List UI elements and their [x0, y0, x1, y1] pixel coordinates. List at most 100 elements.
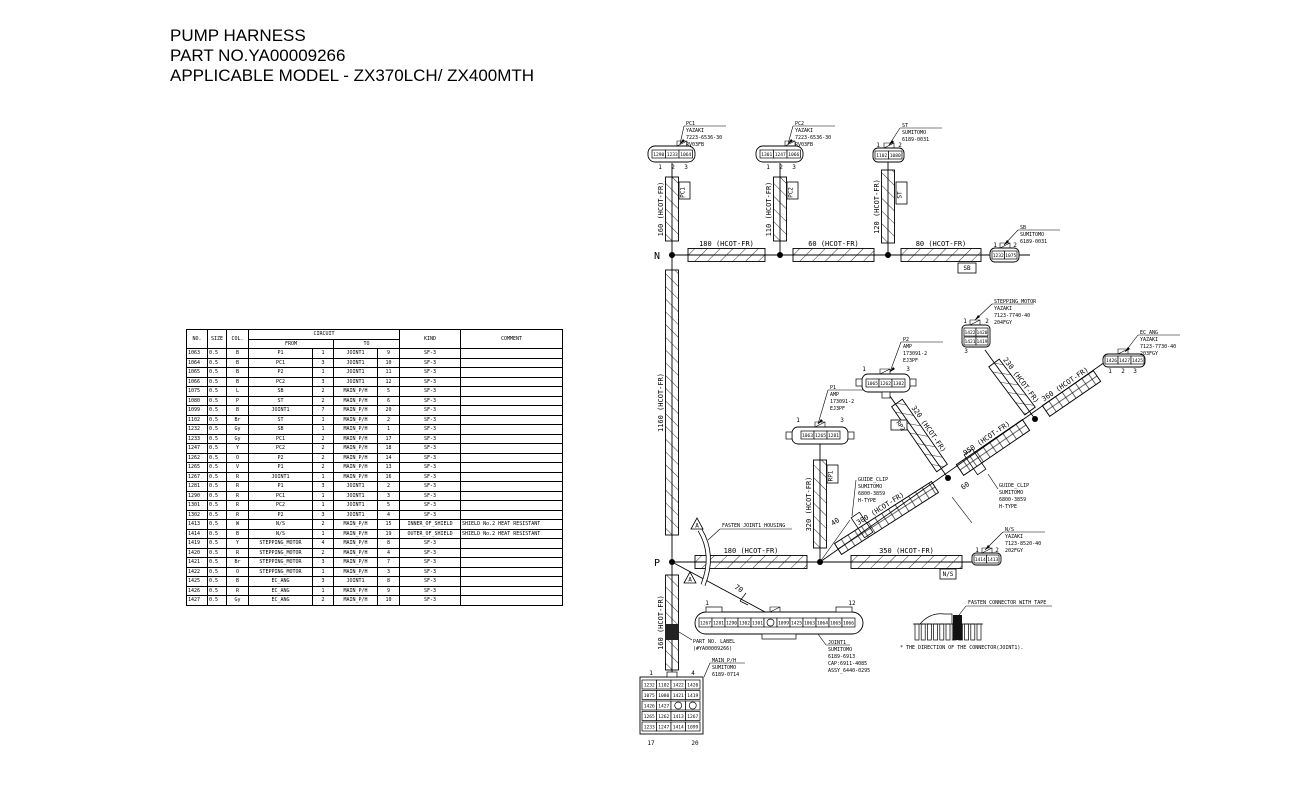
- cavity: [975, 327, 989, 337]
- pin-number: 1: [975, 547, 979, 554]
- revision-triangle-icon: [683, 571, 697, 584]
- protector-tube: [773, 176, 787, 242]
- cavity-wire-number: 1419: [976, 339, 987, 345]
- cavity: [685, 711, 701, 721]
- connector-part: 7223-6536-30: [795, 135, 831, 141]
- wire-tag-label: PC2: [788, 187, 795, 198]
- pin-number: 3: [964, 348, 968, 355]
- segment-p1: 320 (HCOT-FR): [805, 459, 827, 549]
- connector-name: PC1: [686, 121, 695, 127]
- protector-tube: [665, 574, 679, 671]
- segment-n-180: 180 (HCOT-FR): [687, 240, 766, 262]
- pin-number: 2: [995, 547, 999, 554]
- segment-p2: 320 (HCOT-FR): [891, 398, 948, 473]
- pin-number: 1: [766, 164, 770, 171]
- tape-icon: [953, 615, 962, 640]
- segment-p-180: 180 (HCOT-FR): [694, 547, 808, 569]
- pin-number: 2: [779, 164, 783, 171]
- cavity-wire-number: 1302: [893, 381, 904, 387]
- cavity-wire-number: 1414: [673, 724, 684, 730]
- pin-number: 1: [649, 670, 653, 677]
- segment-length-label: 1160 (HCOT-FR): [657, 373, 665, 432]
- latch-key-icon: [999, 242, 1011, 249]
- note-part-label: PART NO. LABEL: [693, 639, 735, 645]
- guide-clip-maker: SUMITOMO: [858, 484, 882, 490]
- latch-key-icon: [969, 319, 981, 326]
- cavity: [685, 690, 701, 700]
- protector-tube: [665, 176, 679, 242]
- cavity-wire-number: 1099: [778, 620, 789, 626]
- protector-tube: [988, 358, 1036, 416]
- connector-joint1-name: JOINT1: [828, 640, 846, 646]
- dimension-line: [951, 496, 973, 524]
- segment-n-80: 80 (HCOT-FR): [900, 240, 982, 262]
- pin-number: 1: [1108, 368, 1112, 375]
- protector-tube: [900, 248, 982, 262]
- connector-name: N/S: [1005, 527, 1014, 533]
- cavity-wire-number: 1064: [680, 152, 691, 158]
- note-part-label-number: (#YA00009266): [693, 646, 732, 652]
- title-applicable-model: APPLICABLE MODEL - ZX370LCH/ ZX400MTH: [170, 66, 535, 85]
- cell-to-pin: 10: [376, 595, 401, 606]
- header-comment: COMMENT: [460, 329, 564, 349]
- dimension-bracket: [739, 592, 749, 606]
- connector-maker: YAZAKI: [1005, 534, 1023, 540]
- connector-maker: SUMITOMO: [902, 130, 926, 136]
- cavity-wire-number: 1413: [987, 557, 998, 563]
- wire-tag-pc2: PC2: [786, 181, 799, 200]
- pin-number: 3: [792, 164, 796, 171]
- guide-clip-type: H-TYPE: [858, 498, 876, 504]
- pin-number: 1: [963, 318, 967, 325]
- wire-tag-st: ST: [895, 181, 908, 205]
- wire-tag-label: N/S: [943, 571, 954, 578]
- guide-clip: [850, 511, 874, 539]
- connector-sub: EJ3PF: [830, 406, 845, 412]
- cavity-wire-number: 1290: [726, 620, 737, 626]
- guide-clip-name: GUIDE_CLIP: [858, 477, 888, 483]
- segment-length-label: 120 (HCOT-FR): [873, 179, 881, 234]
- cavity: [888, 150, 903, 160]
- cavity: [1004, 250, 1018, 260]
- connector-part: 7123-7740-40: [994, 313, 1030, 319]
- connector-name: PC2: [795, 121, 804, 127]
- connector-name: P1: [830, 385, 836, 391]
- arrow-icon: [889, 140, 894, 145]
- cavity: [678, 149, 693, 159]
- segment-300: 300 (HCOT-FR): [833, 480, 940, 556]
- cavity-wire-number: 1420: [976, 330, 987, 336]
- dimension-70: 70: [733, 583, 745, 594]
- junction-label-n: N: [654, 251, 660, 262]
- segment-length-label: 160 (HCOT-FR): [657, 182, 665, 237]
- connector-maker: YAZAKI: [686, 128, 704, 134]
- cavity-wire-number: 1075: [1005, 253, 1016, 259]
- protector-tube: [881, 169, 895, 244]
- note-joint1-direction: * THE DIRECTION OF THE CONNECTOR(JOINT1)…: [900, 645, 1023, 651]
- cavity-wire-number: 1301: [761, 152, 772, 158]
- segment-bottom: 160 (HCOT-FR): [657, 574, 679, 671]
- connector-name: STEPPING_MOTOR: [994, 299, 1037, 305]
- connector-name: P2: [903, 337, 909, 343]
- cavity: [891, 378, 906, 388]
- connector-part: 173091-2: [903, 351, 927, 357]
- cavity-wire-number: 1233: [667, 152, 678, 158]
- cavity: [685, 721, 701, 732]
- segment-pc2: 110 (HCOT-FR): [765, 176, 787, 242]
- cavity-wire-number: 1075: [644, 693, 655, 699]
- connector-joint1-maker: SUMITOMO: [828, 647, 852, 653]
- pin-number: 4: [691, 670, 695, 677]
- pin-number: 20: [691, 740, 699, 747]
- connector-maker: YAZAKI: [994, 306, 1012, 312]
- latch-key-icon: [676, 140, 688, 147]
